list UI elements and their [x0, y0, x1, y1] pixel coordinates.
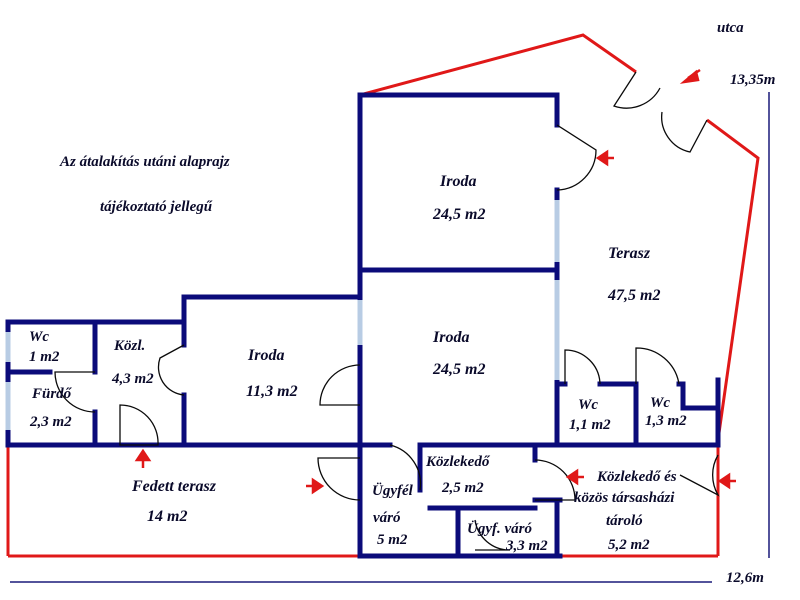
shared-storage-name-2: közös társasházi [574, 490, 675, 506]
door-left-office [157, 344, 185, 396]
wc-1-name: Wc [578, 397, 598, 413]
wc-left-name: Wc [29, 329, 49, 345]
client-waiting-2-area: 3,3 m2 [505, 538, 548, 554]
door-client-waiting [317, 457, 361, 501]
door-corridor [389, 444, 422, 491]
office-top-area: 24,5 m2 [432, 206, 485, 223]
shared-storage-name-1: Közlekedő és [596, 469, 677, 485]
client-waiting-area: 5 m2 [377, 532, 408, 548]
plan-title: Az átalakítás utáni alaprajz [59, 154, 230, 170]
arrow-covered-terrace-icon [134, 448, 152, 468]
door-top-office [556, 124, 597, 191]
client-waiting-2-name: Ügyf. váró [467, 520, 532, 537]
covered-terrace-name: Fedett terasz [131, 478, 217, 495]
wc-1-area: 1,1 m2 [569, 417, 611, 433]
door-middle-office [319, 364, 361, 406]
corridor-area: 2,5 m2 [441, 480, 484, 496]
office-top-name: Iroda [439, 173, 476, 190]
bathroom-area: 2,3 m2 [29, 414, 72, 430]
dimension-right: 13,35m [730, 72, 775, 88]
door-wc-left [54, 371, 96, 413]
wc-2-name: Wc [650, 395, 670, 411]
dimension-bottom: 12,6m [726, 570, 764, 586]
door-shared-entrance [679, 454, 720, 497]
arrow-client-waiting-icon [306, 477, 325, 495]
corridor-small-area: 4,3 m2 [111, 371, 154, 387]
shared-storage-area: 5,2 m2 [608, 537, 650, 553]
property-boundary [6, 33, 760, 558]
door-storage [534, 459, 576, 501]
door-entrance-right [661, 111, 708, 153]
windows [5, 200, 560, 430]
client-waiting-name-1: Ügyfél [372, 482, 414, 499]
entry-arrows [134, 68, 736, 495]
doors [54, 71, 720, 551]
door-bathroom [119, 404, 159, 446]
wc-2-area: 1,3 m2 [645, 413, 687, 429]
office-left-area: 11,3 m2 [246, 383, 298, 400]
door-wc-1 [564, 349, 601, 385]
arrow-storage-icon [565, 468, 584, 486]
arrow-street-icon [679, 68, 701, 84]
door-client-waiting-2 [474, 519, 511, 551]
plan-subtitle: tájékoztató jellegű [100, 199, 213, 215]
office-left-name: Iroda [247, 347, 284, 364]
office-middle-area: 24,5 m2 [432, 361, 485, 378]
dimension-lines [10, 92, 770, 583]
terrace-name: Terasz [608, 245, 651, 262]
corridor-name: Közlekedő [425, 454, 491, 470]
client-waiting-name-2: váró [373, 510, 401, 526]
door-wc-2 [635, 347, 680, 385]
arrow-top-office-icon [595, 149, 614, 167]
wc-left-area: 1 m2 [29, 349, 60, 365]
terrace-area: 47,5 m2 [607, 287, 660, 304]
corridor-small-name: Közl. [113, 338, 145, 354]
covered-terrace-area: 14 m2 [147, 508, 187, 525]
bathroom-name: Fürdő [31, 386, 73, 402]
shared-storage-name-3: tároló [606, 513, 643, 529]
door-entrance-left [613, 71, 661, 109]
office-middle-name: Iroda [432, 329, 469, 346]
arrow-shared-entrance-icon [717, 472, 736, 490]
street-label: utca [717, 20, 744, 36]
